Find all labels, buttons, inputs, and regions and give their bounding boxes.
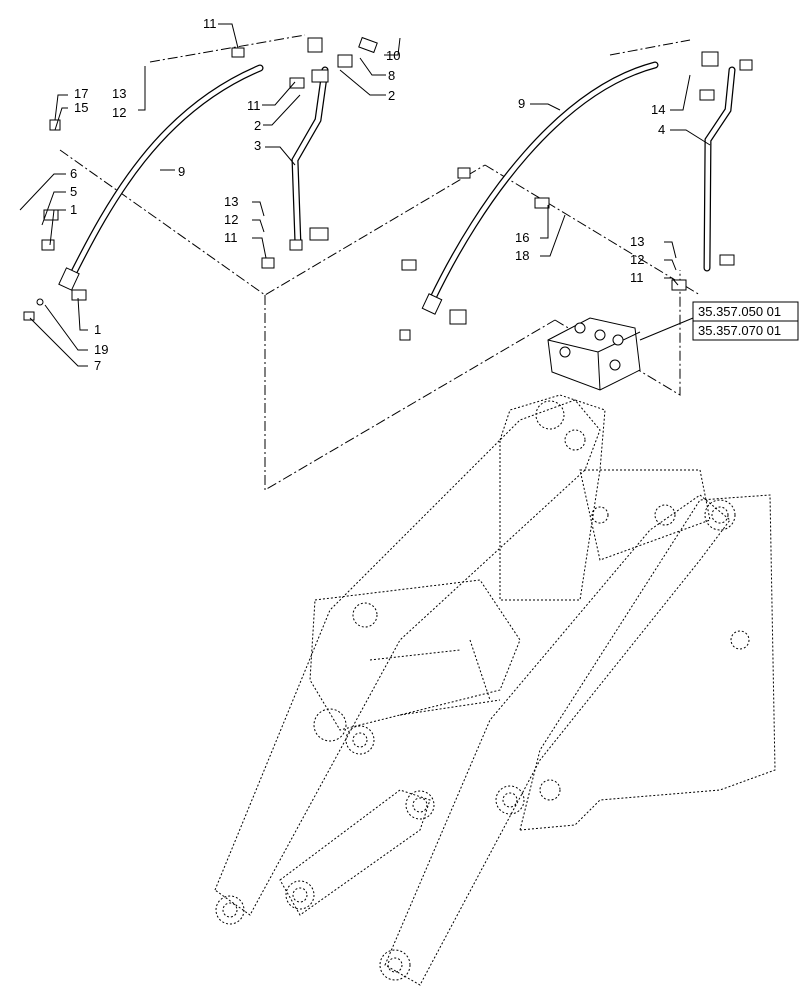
callout-labels: 11 13 12 17 15 11 2 3 10 8 2 9 6 5 1 13 … [70,16,665,373]
callout-13: 13 [630,234,644,249]
callout-18: 18 [515,248,529,263]
reference-link-1[interactable]: 35.357.050 01 [698,304,781,319]
callout-1: 1 [70,202,77,217]
callout-12: 12 [630,252,644,267]
callout-11: 11 [247,98,261,113]
callout-leaders [19,23,711,367]
control-valve [547,317,641,391]
callout-7: 7 [94,358,101,373]
callout-12: 12 [112,105,126,120]
callout-13: 13 [224,194,238,209]
callout-8: 8 [388,68,395,83]
reference-boxes: 35.357.050 01 35.357.070 01 [692,301,799,341]
callout-19: 19 [94,342,108,357]
reference-box-2[interactable] [692,320,799,341]
callout-4: 4 [658,122,665,137]
callout-2: 2 [388,88,395,103]
callout-1: 1 [94,322,101,337]
reference-link-2[interactable]: 35.357.070 01 [698,323,781,338]
callout-5: 5 [70,184,77,199]
callout-10: 10 [386,48,400,63]
callout-11: 11 [203,16,217,31]
callout-9: 9 [178,164,185,179]
callout-11: 11 [630,270,644,285]
left-hose-assembly [23,36,378,321]
callout-2: 2 [254,118,261,133]
callout-3: 3 [254,138,261,153]
callout-15: 15 [74,100,88,115]
callout-12: 12 [224,212,238,227]
callout-6: 6 [70,166,77,181]
dash-leaders [59,34,701,491]
callout-13: 13 [112,86,126,101]
callout-14: 14 [651,102,665,117]
callout-9: 9 [518,96,525,111]
callout-11: 11 [224,230,238,245]
loader-frame [214,394,776,986]
callout-17: 17 [74,86,88,101]
right-hose-assembly [399,51,753,341]
callout-16: 16 [515,230,529,245]
